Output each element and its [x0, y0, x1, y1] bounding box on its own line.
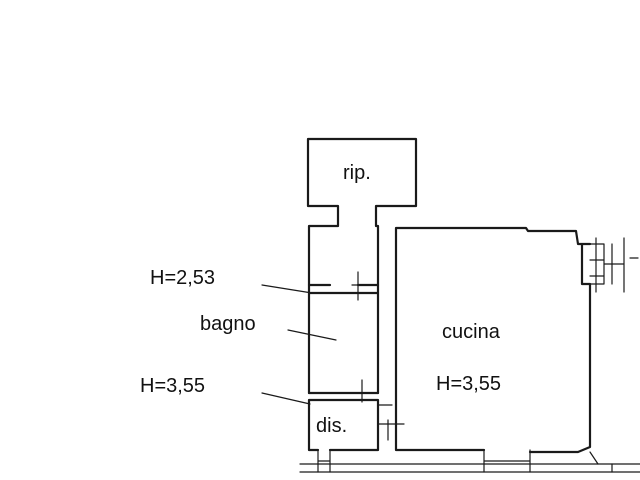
bagno-door-mark [351, 271, 367, 301]
dis-label: dis. [316, 415, 347, 437]
bottom-threshold-left [317, 449, 331, 473]
cucina-window [589, 237, 639, 293]
outer-wall-line [299, 463, 640, 473]
bagno-label: bagno [200, 313, 256, 335]
leader-bagno-label [287, 329, 337, 341]
bagno-walls [307, 283, 380, 395]
leader-dis-height [261, 392, 311, 405]
ripostiglio-label: rip. [343, 162, 371, 184]
leader-bagno-height [261, 284, 313, 294]
bottom-right-tick [589, 451, 613, 473]
dis-walls [307, 391, 380, 452]
cucina-height-label: H=3,55 [436, 373, 501, 395]
dis-height-label: H=3,55 [140, 375, 205, 397]
bagno-height-label: H=2,53 [150, 267, 215, 289]
cucina-label: cucina [442, 321, 501, 343]
cucina-walls [394, 226, 592, 454]
ripostiglio-walls [306, 137, 418, 287]
bottom-threshold-right [483, 449, 531, 473]
dis-door-mark [357, 379, 369, 403]
dis-passage-mark [377, 404, 405, 441]
